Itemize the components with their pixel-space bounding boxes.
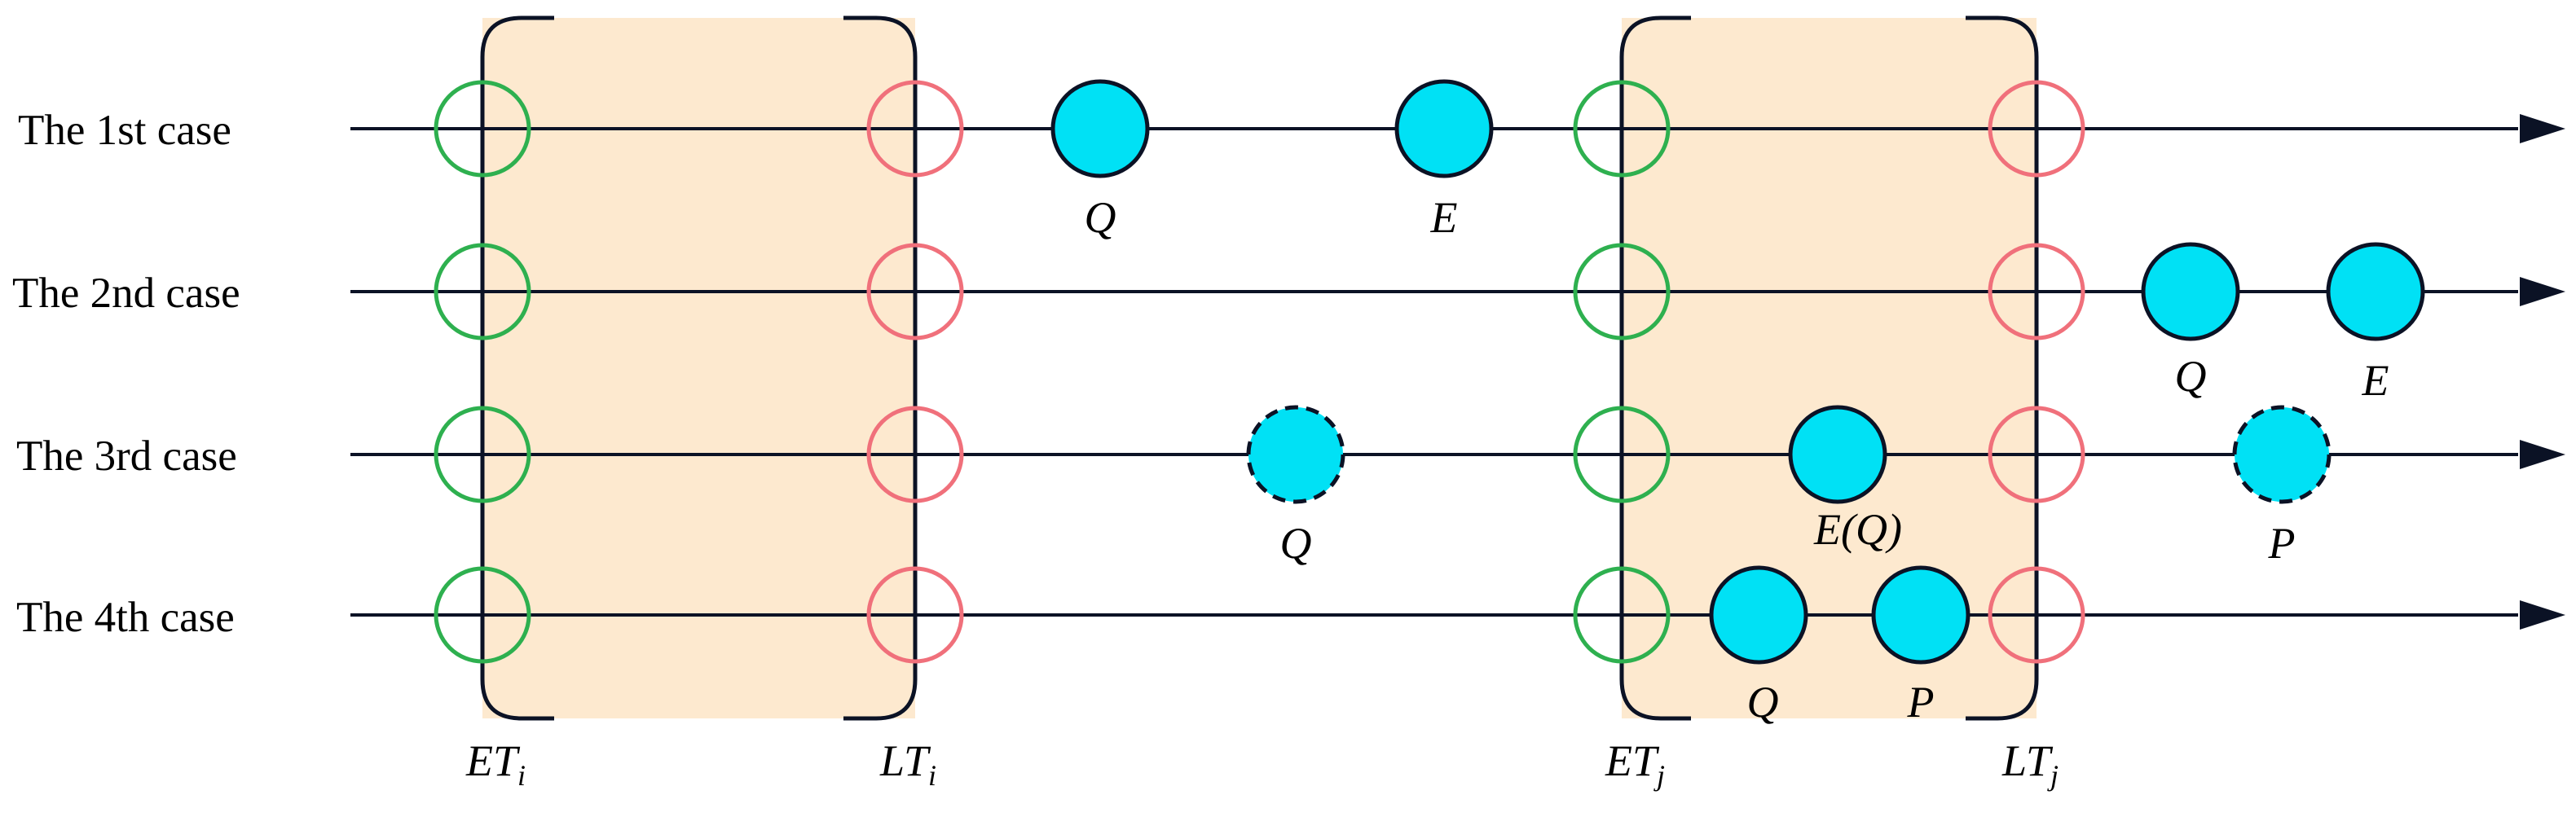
time-window-i-bracket-right <box>843 15 918 721</box>
earliest-time-marker-j-row-4 <box>1573 566 1671 664</box>
node-eq-case-3-label: E(Q) <box>1813 505 1902 554</box>
latest-time-marker-j-row-2 <box>1988 243 2085 340</box>
node-eq-case-3 <box>1788 405 1887 504</box>
node-q-case-2-label: Q <box>2175 352 2207 401</box>
time-window-i <box>480 15 918 721</box>
node-p-case-4 <box>1871 565 1971 665</box>
earliest-time-marker-j-row-2 <box>1573 243 1671 340</box>
timeline-arrowhead-4 <box>2520 600 2565 630</box>
label-et-i: ETi <box>465 736 526 792</box>
case-row-1: The 1st case <box>18 107 2565 154</box>
node-e-case-1-label: E <box>1430 193 1458 242</box>
case-label-2: The 2nd case <box>12 270 240 317</box>
timeline-arrowhead-2 <box>2520 277 2565 306</box>
case-4-nodes: Q P <box>1709 565 1971 727</box>
latest-time-marker-j-row-4 <box>1988 566 2085 664</box>
node-e-case-1 <box>1394 79 1494 178</box>
label-lt-j-main: LT <box>2001 736 2054 785</box>
latest-time-marker-i-row-1 <box>866 80 964 178</box>
latest-time-marker-i-row-2 <box>866 243 964 340</box>
timeline-arrowhead-1 <box>2520 114 2565 143</box>
label-lt-i-main: LT <box>879 736 931 785</box>
node-q-case-2 <box>2141 242 2240 341</box>
label-et-i-sub: i <box>517 759 526 792</box>
label-lt-j: LTj <box>2001 736 2059 792</box>
node-e-case-2-label: E <box>2362 356 2389 405</box>
latest-time-marker-j-row-3 <box>1988 406 2085 503</box>
node-p-case-4-label: P <box>1907 678 1935 727</box>
earliest-time-marker-i-row-1 <box>434 80 531 178</box>
earliest-time-marker-j-row-3 <box>1573 406 1671 503</box>
latest-time-marker-i-row-3 <box>866 406 964 503</box>
node-q-case-4-label: Q <box>1747 678 1779 727</box>
case-2-nodes: Q E <box>2141 242 2425 405</box>
time-window-j-bracket-left <box>1619 15 1691 721</box>
time-window-j-bracket-right <box>1966 15 2039 721</box>
case-label-3: The 3rd case <box>16 433 237 480</box>
node-q-case-3 <box>1246 405 1345 504</box>
label-et-i-main: ET <box>465 736 521 785</box>
label-lt-i: LTi <box>879 736 936 792</box>
earliest-time-marker-i-row-4 <box>434 566 531 664</box>
label-et-j-sub: j <box>1653 759 1665 792</box>
node-q-case-1-label: Q <box>1085 193 1116 242</box>
boundary-markers <box>434 80 2085 664</box>
label-et-j: ETj <box>1605 736 1665 792</box>
case-row-3: The 3rd case <box>16 433 2565 480</box>
earliest-time-marker-i-row-2 <box>434 243 531 340</box>
case-1-nodes: Q E <box>1050 79 1494 242</box>
label-lt-j-sub: j <box>2047 759 2059 792</box>
node-q-case-3-label: Q <box>1280 519 1312 568</box>
latest-time-marker-j-row-1 <box>1988 80 2085 178</box>
latest-time-marker-i-row-4 <box>866 566 964 664</box>
label-et-j-main: ET <box>1605 736 1660 785</box>
node-q-case-4 <box>1709 565 1808 665</box>
time-window-i-bracket-left <box>480 15 554 721</box>
case-3-nodes: Q E(Q) P <box>1246 405 2332 568</box>
case-label-4: The 4th case <box>16 594 235 641</box>
case-label-1: The 1st case <box>18 107 231 154</box>
earliest-time-marker-i-row-3 <box>434 406 531 503</box>
node-p-case-3 <box>2232 405 2332 504</box>
window-axis-labels: ETi LTi ETj LTj <box>465 736 2059 792</box>
node-q-case-1 <box>1050 79 1150 178</box>
node-e-case-2 <box>2326 242 2425 341</box>
timeline-arrowhead-3 <box>2520 440 2565 469</box>
label-lt-i-sub: i <box>928 759 936 792</box>
earliest-time-marker-j-row-1 <box>1573 80 1671 178</box>
node-p-case-3-label: P <box>2268 519 2296 568</box>
case-row-4: The 4th case <box>16 594 2565 641</box>
time-window-i-area <box>482 18 915 718</box>
